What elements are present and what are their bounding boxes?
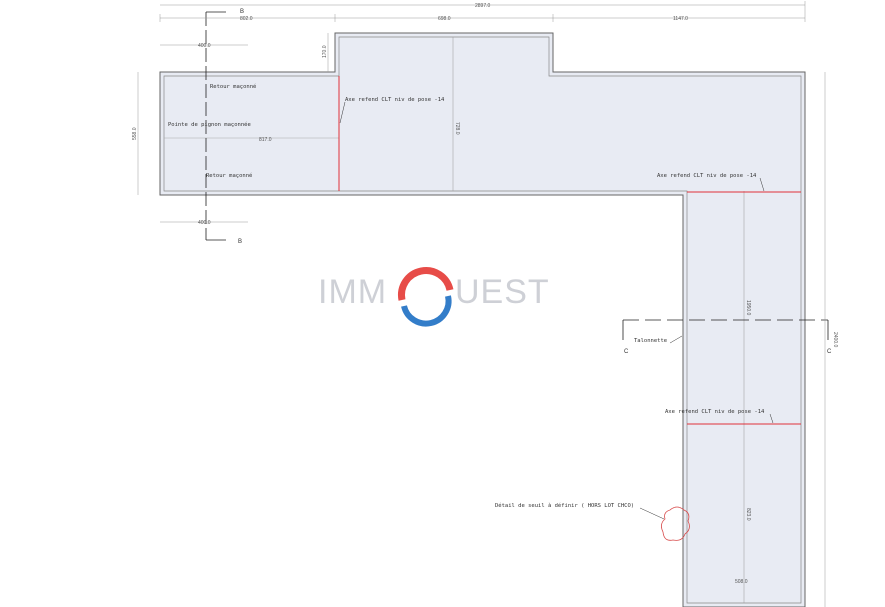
- annotation-axe-refend-1: Axe refend CLT niv de pose -14: [345, 97, 445, 103]
- slab-inner-outline: [163, 36, 802, 604]
- dimension-lines: [137, 1, 826, 607]
- section-label-b-top: B: [240, 9, 244, 15]
- annotation-retour-bottom: Retour maçonné: [206, 172, 252, 179]
- logo-blue-arc: [401, 295, 452, 327]
- section-label-c-left: C: [624, 349, 629, 355]
- leader-lines: [339, 101, 774, 520]
- dim-leg-lower: 823.0: [745, 508, 751, 521]
- revision-cloud: [661, 506, 690, 541]
- logo-red-arc: [398, 267, 454, 301]
- dim-left-height: 558.0: [132, 127, 138, 140]
- annotation-retour-top: Retour maçonné: [210, 83, 256, 90]
- dim-right-total: 2400.0: [832, 332, 838, 348]
- dim-seg-middle: 698.0: [438, 16, 451, 22]
- watermark-text-left: IMM: [318, 273, 387, 311]
- annotation-pointe-pignon: Pointe de pignon maçonnée: [168, 121, 251, 128]
- dim-leg-upper: 1950.0: [745, 300, 751, 316]
- dim-middle-height: 728.0: [454, 122, 460, 135]
- section-label-b-bottom: B: [238, 239, 242, 245]
- watermark-text-right: UEST: [455, 273, 550, 311]
- dim-leg-width: 508.0: [735, 579, 748, 585]
- dim-overall: 2897.0: [475, 3, 491, 9]
- dim-top-offset: 400.0: [198, 43, 211, 49]
- annotation-talonnette: Talonnette: [634, 338, 667, 344]
- dim-raised-height: 170.0: [322, 45, 328, 58]
- dim-bottom-offset: 400.0: [198, 220, 211, 226]
- annotation-detail-seuil: Détail de seuil à définir ( HORS LOT CHC…: [495, 502, 634, 509]
- immouest-watermark: IMM UEST: [318, 267, 550, 327]
- annotation-axe-refend-2: Axe refend CLT niv de pose -14: [657, 173, 757, 179]
- slab-outline: [159, 32, 806, 607]
- dim-inner-width: 817.0: [259, 137, 272, 143]
- section-label-c-right: C: [827, 349, 832, 355]
- annotation-axe-refend-3: Axe refend CLT niv de pose -14: [665, 409, 765, 415]
- dim-seg-left: 802.0: [240, 16, 253, 22]
- dim-seg-right: 1147.0: [673, 16, 688, 22]
